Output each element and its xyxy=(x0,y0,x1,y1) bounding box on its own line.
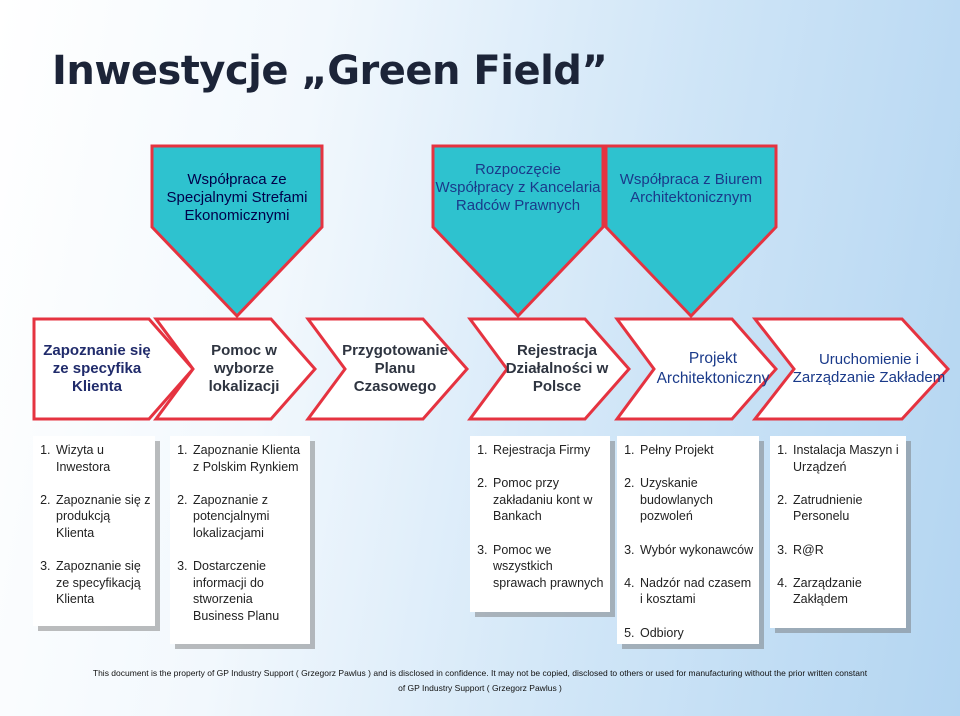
chevron-business-registration: Rejestracja Działalności w Polsce xyxy=(467,316,632,422)
chevron-client-specifics: Zapoznanie się ze specyfika Klienta xyxy=(31,316,196,422)
chevron-architectural-project: Projekt Architektoniczny xyxy=(614,316,779,422)
chevron-location-choice: Pomoc w wyborze lokalizacji xyxy=(153,316,318,422)
step-item: Wybór wykonawców xyxy=(638,542,755,559)
step-item: Dostarczenie informacji do stworzenia Bu… xyxy=(191,558,306,624)
chevron-label: Przygotowanie Planu Czasowego xyxy=(342,342,448,395)
chevron-plant-management: Uruchomienie i Zarządzanie Zakładem xyxy=(751,316,952,422)
chevron-label: Projekt Architektoniczny xyxy=(656,350,770,387)
chevron-label: Zapoznanie się ze specyfika Klienta xyxy=(43,342,151,395)
confidentiality-footer: This document is the property of GP Indu… xyxy=(0,666,960,696)
step-item: Zarządzanie Zakłądem xyxy=(791,575,902,608)
step-item: Odbiory xyxy=(638,625,755,642)
step-item: Uzyskanie budowlanych pozwoleń xyxy=(638,475,755,525)
steps-box-launch: Instalacja Maszyn i Urządzeń Zatrudnieni… xyxy=(770,436,906,628)
step-item: R@R xyxy=(791,542,902,559)
top-arrow-law-firm: Rozpoczęcie Współpracy z Kancelaria Radc… xyxy=(430,143,606,319)
steps-box-architecture: Pełny Projekt Uzyskanie budowlanych pozw… xyxy=(617,436,759,644)
steps-box-registration: Rejestracja Firmy Pomoc przy zakładaniu … xyxy=(470,436,610,612)
step-item: Zapoznanie Klienta z Polskim Rynkiem xyxy=(191,442,306,475)
top-arrow-label: Współpraca z Biurem Architektonicznym xyxy=(619,171,763,206)
step-item: Wizyta u Inwestora xyxy=(54,442,151,475)
step-item: Zapoznanie z potencjalnymi lokalizacjami xyxy=(191,492,306,542)
chevron-label: Rejestracja Działalności w Polsce xyxy=(505,342,609,395)
chevron-label: Pomoc w wyborze lokalizacji xyxy=(208,342,280,395)
chevron-time-plan: Przygotowanie Planu Czasowego xyxy=(305,316,470,422)
step-item: Nadzór nad czasem i kosztami xyxy=(638,575,755,608)
step-item: Zapoznanie się ze specyfikacją Klienta xyxy=(54,558,151,608)
page-title: Inwestycje „Green Field” xyxy=(52,48,608,94)
top-arrow-label: Rozpoczęcie Współpracy z Kancelaria Radc… xyxy=(435,161,601,214)
steps-box-client: Wizyta u Inwestora Zapoznanie się z prod… xyxy=(33,436,155,626)
step-item: Pełny Projekt xyxy=(638,442,755,459)
step-item: Instalacja Maszyn i Urządzeń xyxy=(791,442,902,475)
footer-line: This document is the property of GP Indu… xyxy=(92,668,868,678)
steps-box-location: Zapoznanie Klienta z Polskim Rynkiem Zap… xyxy=(170,436,310,644)
step-item: Zatrudnienie Personelu xyxy=(791,492,902,525)
step-item: Pomoc przy zakładaniu kont w Bankach xyxy=(491,475,606,525)
step-item: Pomoc we wszystkich sprawach prawnych xyxy=(491,542,606,592)
step-item: Zapoznanie się z produkcją Klienta xyxy=(54,492,151,542)
top-arrow-special-zones: Współpraca ze Specjalnymi Strefami Ekono… xyxy=(149,143,325,319)
top-arrow-architects: Współpraca z Biurem Architektonicznym xyxy=(603,143,779,319)
step-item: Rejestracja Firmy xyxy=(491,442,606,459)
top-arrow-label: Współpraca ze Specjalnymi Strefami Ekono… xyxy=(166,171,308,224)
footer-line: of GP Industry Support ( Grzegorz Pawlus… xyxy=(398,683,562,693)
chevron-label: Uruchomienie i Zarządzanie Zakładem xyxy=(792,351,946,386)
